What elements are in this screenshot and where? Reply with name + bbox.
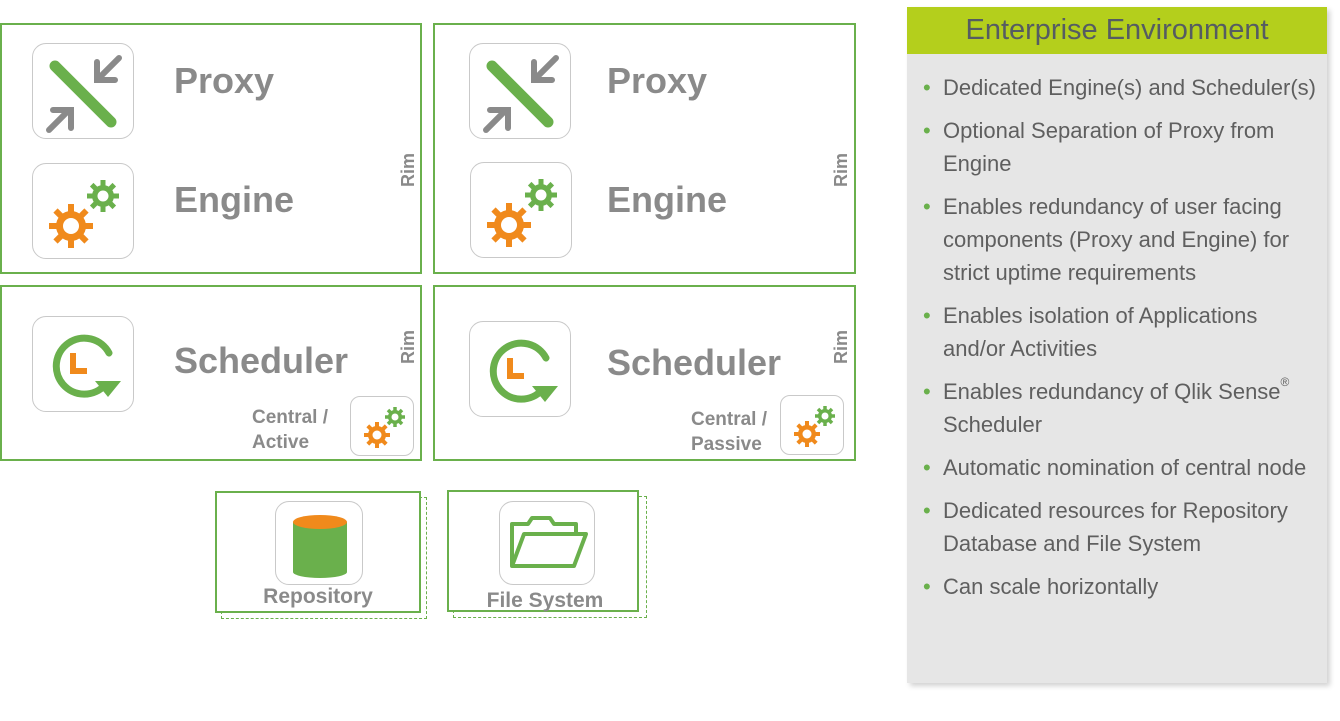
database-icon	[293, 515, 347, 578]
list-item: • Can scale horizontally	[921, 570, 1321, 603]
list-item: • Dedicated resources for Repository Data…	[921, 494, 1321, 560]
scheduler-box-1: Scheduler Rim Central / Active	[0, 285, 422, 461]
role-line-1: Central /	[252, 407, 329, 428]
clock-arrow-icon	[52, 334, 121, 398]
enterprise-environment-panel: Enterprise Environment • Dedicated Engine…	[907, 7, 1327, 683]
central-gears-tile-1	[350, 396, 414, 456]
role-line-2: Active	[252, 432, 310, 453]
panel-header: Enterprise Environment	[907, 7, 1327, 54]
list-item: • Optional Separation of Proxy from Engin…	[921, 114, 1321, 180]
scheduler-box-2: Scheduler Rim Central / Passive	[433, 285, 856, 461]
node-box-2: Proxy Engine Rim	[433, 23, 856, 274]
proxy-icon	[483, 55, 559, 133]
engine-tile-2	[470, 162, 572, 258]
list-item-text: Dedicated Engine(s) and Scheduler(s)	[943, 75, 1316, 100]
repository-tile	[275, 501, 363, 585]
proxy-icon	[46, 55, 122, 133]
list-item-text: Can scale horizontally	[943, 574, 1159, 599]
scheduler-label: Scheduler	[607, 342, 782, 383]
scheduler-tile-1	[32, 316, 134, 412]
list-item: • Enables redundancy of Qlik Sense® Schedu…	[921, 375, 1321, 441]
list-item-text: Enables redundancy of user facing compon…	[943, 194, 1290, 285]
list-item: • Enables isolation of Applications and/o…	[921, 299, 1321, 365]
proxy-tile-2	[469, 43, 571, 139]
repository-label: Repository	[263, 585, 373, 608]
bullet-dot: •	[923, 379, 931, 404]
repository-frame: Repository	[215, 491, 421, 613]
proxy-tile-1	[32, 43, 134, 139]
central-role-label: Central / Passive	[691, 407, 767, 457]
rim-label: Rim	[831, 330, 851, 365]
gears-icon	[49, 180, 119, 248]
bullet-dot: •	[923, 75, 931, 100]
file-system-tile	[499, 501, 595, 585]
bullet-dot: •	[923, 455, 931, 480]
engine-label: Engine	[607, 179, 728, 220]
bullet-dot: •	[923, 498, 931, 523]
file-system-label: File System	[486, 589, 604, 612]
folder-icon	[510, 516, 588, 568]
scheduler-tile-2	[469, 321, 571, 417]
role-line-1: Central /	[691, 409, 768, 430]
rim-label: Rim	[398, 330, 418, 365]
gears-icon	[794, 406, 835, 447]
bullet-dot: •	[923, 303, 931, 328]
central-role-label: Central / Active	[252, 405, 328, 455]
role-line-2: Passive	[691, 434, 762, 455]
feature-list: • Dedicated Engine(s) and Scheduler(s) • O…	[921, 71, 1321, 613]
repository-box: Repository	[215, 491, 427, 619]
bullet-dot: •	[923, 118, 931, 143]
list-item: • Automatic nomination of central node	[921, 451, 1321, 484]
file-system-frame: File System	[447, 490, 639, 612]
scheduler-label: Scheduler	[174, 340, 349, 381]
panel-title: Enterprise Environment	[965, 14, 1269, 46]
proxy-label: Proxy	[174, 60, 275, 101]
bullet-dot: •	[923, 194, 931, 219]
list-item-text: Automatic nomination of central node	[943, 455, 1307, 480]
engine-tile-1	[32, 163, 134, 259]
node-box-1: Proxy Engine Rim	[0, 23, 422, 274]
rim-label: Rim	[831, 153, 851, 188]
proxy-label: Proxy	[607, 60, 708, 101]
list-item-text-tail: Scheduler	[943, 412, 1043, 437]
central-gears-tile-2	[780, 395, 844, 455]
engine-label: Engine	[174, 179, 295, 220]
list-item-text: Optional Separation of Proxy from Engine	[943, 118, 1275, 176]
list-item-text: Enables isolation of Applications and/or…	[943, 303, 1258, 361]
gears-icon	[487, 179, 557, 247]
clock-arrow-icon	[489, 339, 558, 403]
list-item: • Dedicated Engine(s) and Scheduler(s)	[921, 71, 1321, 104]
list-item-text: Dedicated resources for Repository Datab…	[943, 498, 1288, 556]
gears-icon	[364, 407, 405, 448]
list-item: • Enables redundancy of user facing compo…	[921, 190, 1321, 289]
registered-mark: ®	[1280, 375, 1290, 389]
file-system-box: File System	[447, 490, 647, 618]
list-item-text: Enables redundancy of Qlik Sense	[943, 379, 1281, 404]
rim-label: Rim	[398, 153, 418, 188]
bullet-dot: •	[923, 574, 931, 599]
